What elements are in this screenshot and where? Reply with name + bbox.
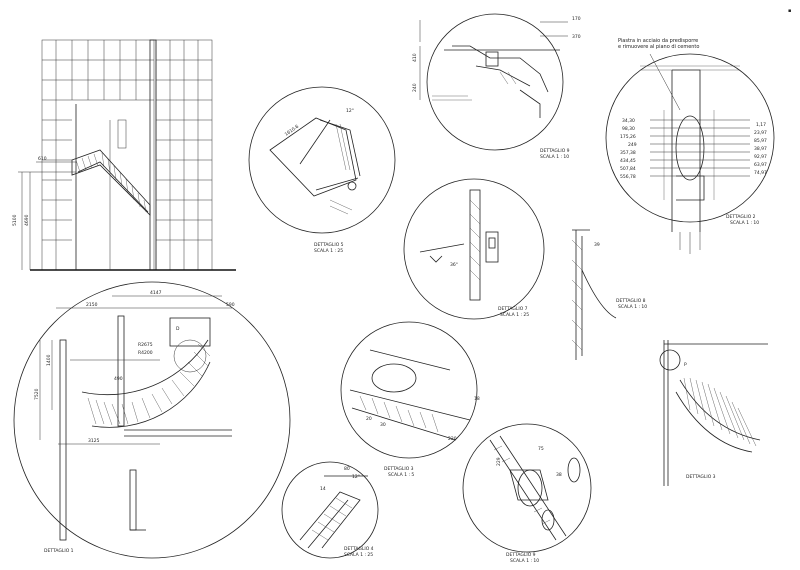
- detail2-note-line1: Piastra in acciaio da predisporre: [618, 38, 698, 44]
- detail1-dim-4147: 4147: [150, 290, 162, 296]
- detail2-right-dim: 85,97: [754, 138, 767, 144]
- detail4-scale: SCALA 1 : 25: [344, 552, 373, 558]
- detail-right-marker: P: [684, 362, 687, 368]
- detail-bottom-dim: 75: [538, 446, 544, 452]
- detail2-right-dim: 92,97: [754, 154, 767, 160]
- detail4-dim: 80: [344, 466, 350, 472]
- detail2-left-dims: 34,30 98,30 175,26 249 357,38 434,45 507…: [620, 118, 637, 180]
- detail4-label: DETTAGLIO 4: [344, 546, 374, 552]
- detail-8: 39 DETTAGLIO 8 SCALA 1 : 10: [571, 229, 647, 360]
- detail5-scale: SCALA 1 : 25: [314, 248, 343, 254]
- detail4-dim: 12°: [352, 474, 360, 480]
- detail2-left-dim: 249: [628, 142, 637, 148]
- detail-2: Piastra in acciaio da predisporre e rimu…: [605, 38, 775, 254]
- detail-bottom-label: DETTAGLIO 9: [506, 552, 536, 558]
- detail-3: 20 30 220 18 DETTAGLIO 3 SCALA 1 : 5: [340, 321, 480, 478]
- detail2-right-dim: 63,97: [754, 162, 767, 168]
- detail2-label: DETTAGLIO 2: [726, 214, 756, 220]
- elevation-dim-5100: 5100: [12, 214, 18, 226]
- detail1-dim-490: 490: [114, 376, 123, 382]
- detail-right: P DETTAGLIO 3: [659, 340, 768, 486]
- detail-bottom-scale: SCALA 1 : 10: [510, 558, 539, 564]
- detail1-dim-7520: 7520: [34, 388, 40, 400]
- detail2-right-dim: 74,97: [754, 170, 767, 176]
- detail3-dim: 20: [366, 416, 372, 422]
- detail2-left-dim: 98,30: [622, 126, 635, 132]
- detail7-scale: SCALA 1 : 25: [500, 312, 529, 318]
- detail-right-label: DETTAGLIO 3: [686, 474, 716, 480]
- detail3-scale: SCALA 1 : 5: [388, 472, 414, 478]
- detail2-left-dim: 34,30: [622, 118, 635, 124]
- detail2-note-line2: e rimuovere al piano di cemento: [618, 44, 699, 50]
- detail2-right-dim: 1,17: [756, 122, 766, 128]
- detail8-scale: SCALA 1 : 10: [618, 304, 647, 310]
- detail-bottom-dim: 229: [496, 457, 502, 466]
- detail1-dim-3125: 3125: [88, 438, 100, 444]
- detail2-left-dim: 434,45: [620, 158, 636, 164]
- detail2-left-dim: 357,38: [620, 150, 636, 156]
- detail8-dim: 39: [594, 242, 600, 248]
- detail3-dim: 220: [448, 436, 457, 442]
- corner-mark: ▪: [788, 8, 791, 14]
- detail5-label: DETTAGLIO 5: [314, 242, 344, 248]
- detail-4: 80 14 12° DETTAGLIO 4 SCALA 1 : 25: [281, 461, 379, 559]
- detail3-label: DETTAGLIO 3: [384, 466, 414, 472]
- detail3-dim: 30: [380, 422, 386, 428]
- detail-top-label: DETTAGLIO 9: [540, 148, 570, 154]
- detail-7: 36° DETTAGLIO 7 SCALA 1 : 25: [403, 178, 545, 320]
- detail8-label: DETTAGLIO 8: [616, 298, 646, 304]
- detail7-dim-angle: 36°: [450, 262, 458, 268]
- staircase-elevation: 610 5100 4690: [12, 39, 236, 271]
- detail2-left-dim: 556,78: [620, 174, 636, 180]
- detail-1: 4147 2150 590 1400 7520 3125 R2675 R4200…: [13, 281, 291, 559]
- detail4-dim: 14: [320, 486, 326, 492]
- top-dim-240: 240: [412, 83, 418, 92]
- detail2-right-dim: 23,97: [754, 130, 767, 136]
- detail1-dim-1400: 1400: [46, 354, 52, 366]
- detail2-right-dim: 38,97: [754, 146, 767, 152]
- detail1-dim-r2675: R2675: [138, 342, 153, 348]
- detail1-label: DETTAGLIO 1: [44, 548, 74, 554]
- top-dim-370: 370: [572, 34, 581, 40]
- detail-bottom-middle: 75 229 38 DETTAGLIO 9 SCALA 1 : 10: [462, 423, 592, 564]
- detail2-right-dims: 1,17 23,97 85,97 38,97 92,97 63,97 74,97: [754, 122, 767, 176]
- detail-top-scale: SCALA 1 : 10: [540, 154, 569, 160]
- detail-top-middle: 170 370 410 240 DETTAGLIO 9 SCALA 1 : 10: [412, 13, 581, 160]
- detail3-dim: 18: [474, 396, 480, 402]
- top-dim-410: 410: [412, 53, 418, 62]
- detail1-marker-d: D: [176, 326, 180, 332]
- detail-5: 1610.6 12° DETTAGLIO 5 SCALA 1 : 25: [248, 86, 396, 254]
- detail5-dim-b: 12°: [346, 108, 354, 114]
- detail1-dim-2150: 2150: [86, 302, 98, 308]
- elevation-dim-4690: 4690: [24, 214, 30, 226]
- detail7-label: DETTAGLIO 7: [498, 306, 528, 312]
- detail1-dim-r4200: R4200: [138, 350, 153, 356]
- detail1-dim-590: 590: [226, 302, 235, 308]
- detail2-left-dim: 175,26: [620, 134, 636, 140]
- detail2-scale: SCALA 1 : 10: [730, 220, 759, 226]
- detail2-left-dim: 507,84: [620, 166, 636, 172]
- detail-bottom-dim: 38: [556, 472, 562, 478]
- elevation-dim-610: 610: [38, 156, 47, 162]
- top-dim-170: 170: [572, 16, 581, 22]
